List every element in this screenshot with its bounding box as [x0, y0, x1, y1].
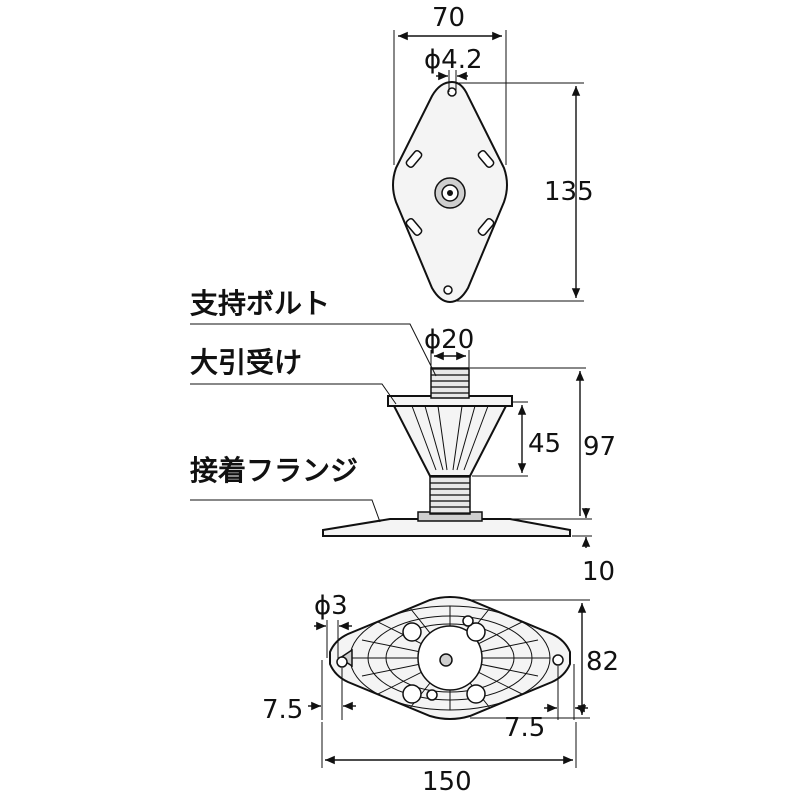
- label-support-bolt: 支持ボルト: [190, 287, 330, 320]
- receiver-height-label: 45: [528, 429, 561, 459]
- top-height-label: 135: [544, 177, 594, 207]
- bottom-hole: [443, 285, 453, 295]
- top-width-label: 70: [432, 3, 465, 33]
- left-hole: [336, 656, 348, 668]
- adhesive-flange: [322, 518, 571, 537]
- total-height-label: 97: [583, 432, 616, 462]
- side-view: 支持ボルト 大引受け 接着フランジ ϕ20 45 97 10: [190, 287, 616, 587]
- bottom-width-label: 150: [422, 767, 472, 797]
- support-bolt-upper: [430, 367, 470, 399]
- label-joist-receiver: 大引受け: [190, 346, 302, 379]
- support-bolt-lower: [429, 469, 471, 515]
- bolt-diameter-label: ϕ20: [424, 325, 474, 355]
- top-hole-label: ϕ4.2: [424, 45, 483, 75]
- bottom-height-label: 82: [586, 647, 619, 677]
- top-view: 70 ϕ4.2 135: [392, 3, 594, 304]
- bottom-view: ϕ3 7.5 7.5 82 150: [262, 591, 619, 797]
- joist-receiver: [390, 401, 510, 477]
- label-adhesive-flange: 接着フランジ: [190, 454, 358, 487]
- flange-thickness-label: 10: [582, 557, 615, 587]
- right-hole: [552, 654, 564, 666]
- left-offset-label: 7.5: [262, 695, 303, 725]
- bottom-hole-label: ϕ3: [314, 591, 348, 621]
